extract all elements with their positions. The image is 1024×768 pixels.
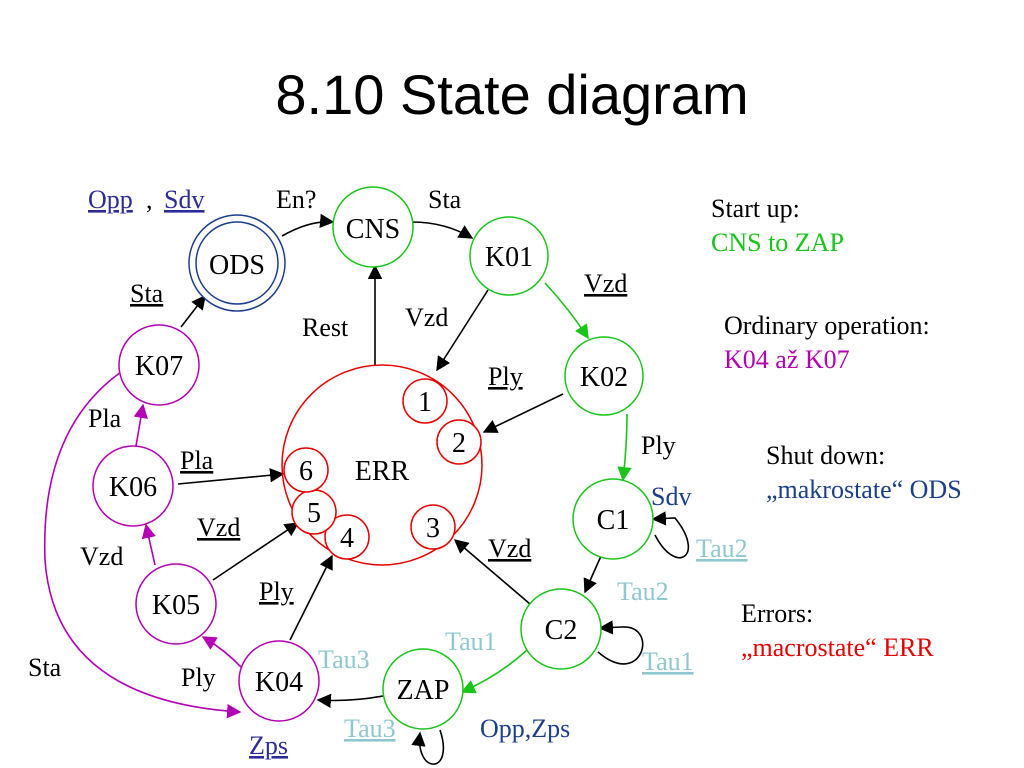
transition-k02-c1 xyxy=(617,413,632,482)
label-zps: Zps xyxy=(249,731,288,760)
note-shutdown: Shut down: „makrostate“ ODS xyxy=(766,439,962,507)
transition-k02-err2 xyxy=(482,393,564,433)
label-sta-top: Sta xyxy=(428,185,462,214)
label-comma: , xyxy=(146,185,153,214)
label-sta-left: Sta xyxy=(28,653,62,682)
label-ply-k02: Ply xyxy=(488,362,523,391)
state-label-k04: K04 xyxy=(255,667,303,698)
state-c1: C1 xyxy=(572,478,654,560)
label-tau1-loop: Tau1 xyxy=(642,647,694,676)
transition-zap-k04 xyxy=(316,693,384,708)
state-label-c2: C2 xyxy=(545,615,578,646)
label-vzd-k01-err: Vzd xyxy=(405,303,448,332)
err-substate-5: 5 xyxy=(291,489,337,535)
state-k05: K05 xyxy=(135,563,217,645)
transition-k01-k02 xyxy=(544,282,589,340)
err-substate-2: 2 xyxy=(436,419,482,465)
state-label-cns: CNS xyxy=(346,214,400,245)
note-ordinary-title: Ordinary operation: xyxy=(724,311,930,340)
transition-ods-cns xyxy=(281,213,335,237)
label-tau3: Tau3 xyxy=(318,645,370,674)
label-opp: Opp xyxy=(88,185,133,214)
transition-k06-err6 xyxy=(177,468,285,485)
transition-k05-err5 xyxy=(212,522,300,581)
label-vzd-k06: Vzd xyxy=(80,542,123,571)
label-ply-k04-k05: Ply xyxy=(181,663,216,692)
note-startup-title: Start up: xyxy=(711,194,800,223)
err-substate-label: 4 xyxy=(340,523,354,554)
state-zap: ZAP xyxy=(382,648,464,730)
page-title: 8.10 State diagram xyxy=(275,63,749,126)
transition-k07-ods xyxy=(180,294,206,328)
state-label-k06: K06 xyxy=(109,472,157,503)
note-ordinary-value: K04 až K07 xyxy=(724,345,850,374)
label-sdv-c1: Sdv xyxy=(651,482,691,511)
state-label-err: ERR xyxy=(355,456,410,487)
label-en: En? xyxy=(276,185,316,214)
err-substate-4: 4 xyxy=(324,514,370,560)
transition-k07-k04 xyxy=(43,371,242,719)
label-tau3-loop: Tau3 xyxy=(344,714,396,743)
note-errors-title: Errors: xyxy=(741,599,814,628)
label-ply-k04: Ply xyxy=(259,577,294,606)
label-vzd-k01-k02: Vzd xyxy=(584,269,627,298)
err-substate-1: 1 xyxy=(402,378,448,424)
state-label-k02: K02 xyxy=(580,362,628,393)
err-substate-label: 2 xyxy=(452,428,466,459)
label-rest: Rest xyxy=(302,313,349,342)
label-opp-zps: Opp,Zps xyxy=(480,714,570,743)
state-ods: ODS xyxy=(188,214,286,312)
state-k06: K06 xyxy=(92,445,174,527)
selfloop-zap xyxy=(411,729,445,765)
transition-c2-zap xyxy=(460,649,528,694)
label-tau2: Tau2 xyxy=(617,577,669,606)
note-errors: Errors: „macrostate“ ERR xyxy=(741,597,934,665)
state-label-k05: K05 xyxy=(152,590,200,621)
note-startup: Start up: CNS to ZAP xyxy=(711,192,844,260)
label-tau2-loop: Tau2 xyxy=(696,534,748,563)
label-pla-k07: Pla xyxy=(88,404,122,433)
transition-k05-k06 xyxy=(141,523,156,566)
transition-c2-err3 xyxy=(453,539,531,605)
label-pla-k06: Pla xyxy=(180,446,214,475)
transition-k04-k05 xyxy=(201,636,243,669)
state-err: ERR 1 2 3 4 5 6 xyxy=(281,364,483,566)
label-sdv-top: Sdv xyxy=(164,185,204,214)
transition-k01-err1 xyxy=(436,289,489,372)
state-label-k07: K07 xyxy=(135,351,183,382)
transition-cns-k01 xyxy=(411,221,474,239)
transition-k06-k07 xyxy=(133,403,148,447)
note-startup-value: CNS to ZAP xyxy=(711,228,844,257)
err-substate-label: 6 xyxy=(299,456,313,487)
note-errors-value: „macrostate“ ERR xyxy=(741,633,934,662)
state-c2: C2 xyxy=(520,588,602,670)
label-tau1: Tau1 xyxy=(445,627,497,656)
state-k01: K01 xyxy=(469,216,549,296)
state-label-k01: K01 xyxy=(485,242,533,273)
selfloop-c1 xyxy=(651,511,690,559)
err-substate-label: 1 xyxy=(418,387,432,418)
err-substate-label: 3 xyxy=(426,513,440,544)
err-substate-3: 3 xyxy=(410,504,456,550)
selfloop-c2 xyxy=(597,620,644,665)
state-k02: K02 xyxy=(564,336,644,416)
state-label-ods: ODS xyxy=(209,250,265,281)
label-ply-k02-c1: Ply xyxy=(641,431,676,460)
state-k07: K07 xyxy=(118,324,200,406)
label-vzd-c2: Vzd xyxy=(488,534,531,563)
note-ordinary: Ordinary operation: K04 až K07 xyxy=(724,309,930,377)
state-k04: K04 xyxy=(238,640,320,722)
state-label-c1: C1 xyxy=(597,505,630,536)
err-substate-6: 6 xyxy=(283,447,329,493)
transition-k04-err4 xyxy=(289,554,333,641)
state-label-zap: ZAP xyxy=(397,675,450,706)
label-sta-k07: Sta xyxy=(130,279,164,308)
note-shutdown-title: Shut down: xyxy=(766,441,886,470)
label-vzd-k05: Vzd xyxy=(197,513,240,542)
err-substate-label: 5 xyxy=(307,498,321,529)
state-cns: CNS xyxy=(332,186,414,268)
transition-c1-c2 xyxy=(583,555,602,594)
note-shutdown-value: „makrostate“ ODS xyxy=(766,475,962,504)
